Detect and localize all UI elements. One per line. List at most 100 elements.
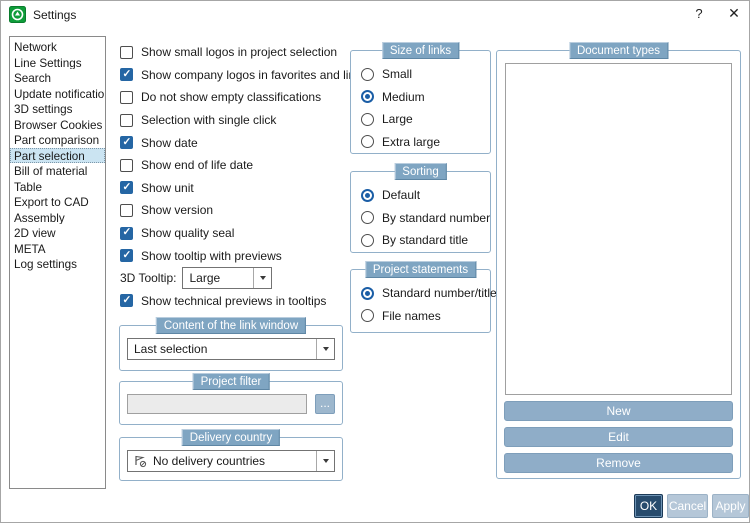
- chevron-down-icon[interactable]: [253, 268, 271, 289]
- checkbox-group-bottom: Show technical previews in tooltips: [120, 290, 348, 313]
- checkbox-label: Show small logos in project selection: [141, 45, 338, 60]
- sidebar-item[interactable]: Part comparison: [14, 134, 100, 147]
- radio-row[interactable]: Large: [361, 108, 486, 131]
- radio-label: Standard number/title: [382, 286, 497, 301]
- link-window-content-select[interactable]: Last selection: [127, 338, 335, 360]
- radio-button[interactable]: [361, 90, 374, 104]
- sidebar-item[interactable]: Update notification: [14, 87, 105, 101]
- checkbox[interactable]: [120, 136, 133, 150]
- sidebar-item[interactable]: Assembly: [14, 211, 65, 225]
- document-types-list[interactable]: [505, 63, 732, 395]
- checkbox[interactable]: [120, 249, 133, 263]
- sidebar-item[interactable]: Export to CAD: [14, 196, 89, 209]
- radio-row[interactable]: Default: [361, 184, 486, 207]
- cancel-button[interactable]: Cancel: [667, 494, 708, 518]
- chevron-down-icon[interactable]: [316, 339, 334, 359]
- checkbox-row[interactable]: Show tooltip with previews: [120, 244, 348, 267]
- group-title: Sorting: [394, 163, 447, 180]
- remove-button[interactable]: Remove: [504, 453, 733, 473]
- 3d-tooltip-label: 3D Tooltip:: [120, 271, 177, 286]
- app-settings-icon: [9, 6, 26, 23]
- group-sorting: Sorting Default By standard number By st…: [350, 163, 491, 253]
- checkbox-row[interactable]: Show date: [120, 131, 348, 154]
- sidebar-item[interactable]: Search: [14, 72, 52, 85]
- radio-button[interactable]: [361, 188, 374, 202]
- checkbox[interactable]: [120, 203, 133, 217]
- radio-row[interactable]: By standard title: [361, 229, 486, 252]
- checkbox-row[interactable]: Show version: [120, 199, 348, 222]
- delivery-country-select[interactable]: No delivery countries: [127, 450, 335, 472]
- sidebar-item[interactable]: 2D view: [14, 227, 56, 240]
- sidebar-item[interactable]: Line Settings: [14, 56, 82, 70]
- ok-button[interactable]: OK: [634, 494, 663, 518]
- checkbox[interactable]: [120, 113, 133, 127]
- radio-button[interactable]: [361, 233, 374, 247]
- sorting-radios: Default By standard number By standard t…: [361, 184, 490, 252]
- group-delivery-country: Delivery country No delivery countries: [119, 429, 343, 481]
- help-button[interactable]: ?: [695, 6, 703, 21]
- radio-label: Small: [382, 67, 413, 82]
- project-filter-input[interactable]: [127, 394, 307, 414]
- sidebar-item[interactable]: Part selection: [10, 147, 105, 163]
- group-content-of-link-window: Content of the link window Last selectio…: [119, 317, 343, 371]
- radio-label: File names: [382, 308, 441, 323]
- checkbox-label: Show tooltip with previews: [141, 248, 282, 263]
- checkbox-row[interactable]: Show company logos in favorites and link…: [120, 64, 367, 87]
- checkbox-group-top: Show small logos in project selection Sh…: [120, 41, 367, 267]
- size-of-links-radios: Small Medium Large Extra large: [361, 63, 486, 153]
- sidebar-item[interactable]: Table: [14, 180, 42, 194]
- checkbox[interactable]: [120, 158, 133, 172]
- checkbox[interactable]: [120, 68, 133, 82]
- group-title: Project filter: [192, 373, 270, 390]
- group-size-of-links: Size of links Small Medium Large: [350, 42, 491, 154]
- radio-button[interactable]: [361, 67, 374, 81]
- checkbox-row[interactable]: Show quality seal: [120, 222, 348, 245]
- radio-row[interactable]: By standard number: [361, 207, 490, 230]
- sidebar-item[interactable]: 3D settings: [14, 103, 73, 116]
- radio-label: Medium: [382, 89, 425, 104]
- radio-label: Default: [382, 188, 421, 203]
- checkbox[interactable]: [120, 45, 133, 59]
- checkbox[interactable]: [120, 294, 133, 308]
- sidebar-item[interactable]: Bill of material: [14, 165, 88, 178]
- browse-button[interactable]: ...: [315, 394, 335, 414]
- edit-button[interactable]: Edit: [504, 427, 733, 447]
- radio-row[interactable]: Medium: [361, 86, 486, 109]
- delivery-country-value: No delivery countries: [153, 454, 266, 468]
- radio-row[interactable]: Small: [361, 63, 486, 86]
- checkbox-row[interactable]: Selection with single click: [120, 109, 348, 132]
- radio-button[interactable]: [361, 112, 374, 126]
- radio-button[interactable]: [361, 286, 374, 300]
- sidebar-item[interactable]: Network: [14, 41, 57, 54]
- 3d-tooltip-value: Large: [189, 271, 221, 286]
- checkbox[interactable]: [120, 181, 133, 195]
- radio-button[interactable]: [361, 211, 374, 225]
- checkbox[interactable]: [120, 226, 133, 240]
- 3d-tooltip-select[interactable]: Large: [182, 267, 273, 290]
- radio-row[interactable]: Standard number/title: [361, 282, 497, 305]
- radio-row[interactable]: Extra large: [361, 131, 486, 154]
- checkbox-row[interactable]: Show small logos in project selection: [120, 41, 348, 64]
- sidebar-item[interactable]: META: [14, 242, 46, 256]
- radio-button[interactable]: [361, 135, 374, 149]
- checkbox-label: Show technical previews in tooltips: [141, 293, 327, 308]
- checkbox-row[interactable]: Do not show empty classifications: [120, 86, 348, 109]
- sidebar-item[interactable]: Browser Cookies: [14, 118, 103, 132]
- group-project-filter: Project filter ...: [119, 373, 343, 425]
- chevron-down-icon[interactable]: [316, 451, 334, 471]
- radio-label: Extra large: [382, 134, 441, 149]
- checkbox-row[interactable]: Show unit: [120, 177, 348, 200]
- checkbox-row[interactable]: Show technical previews in tooltips: [120, 290, 348, 313]
- checkbox-label: Show end of life date: [141, 158, 254, 173]
- apply-button[interactable]: Apply: [712, 494, 749, 518]
- settings-category-list[interactable]: Network Line Settings Search Update noti…: [9, 36, 106, 489]
- radio-button[interactable]: [361, 309, 374, 323]
- radio-row[interactable]: File names: [361, 305, 486, 328]
- checkbox-label: Show company logos in favorites and link…: [141, 67, 368, 82]
- checkbox-row[interactable]: Show end of life date: [120, 154, 348, 177]
- radio-label: By standard title: [382, 233, 469, 248]
- sidebar-item[interactable]: Log settings: [14, 258, 78, 271]
- checkbox[interactable]: [120, 90, 133, 104]
- new-button[interactable]: New: [504, 401, 733, 421]
- close-icon[interactable]: ✕: [728, 5, 740, 21]
